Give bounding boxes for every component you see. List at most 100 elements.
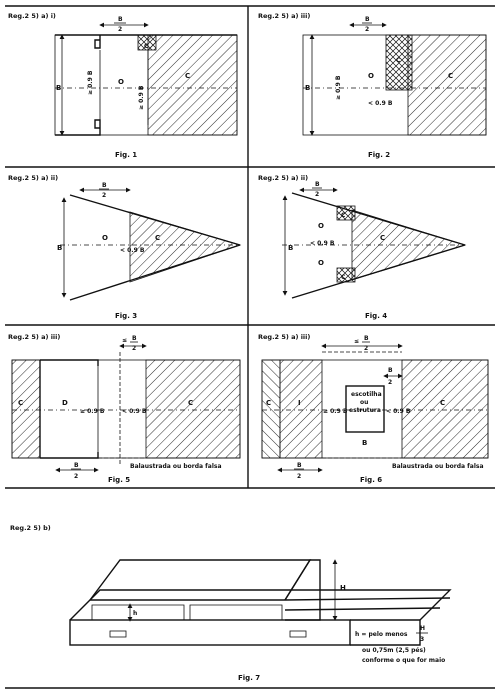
fig1-caption: Fig. 1 <box>115 151 137 159</box>
svg-text:O: O <box>318 222 324 230</box>
figure-4: Reg.2 5) a) ii) B 2 B O O C C C < 0.9 B … <box>258 174 467 320</box>
svg-text:B: B <box>102 182 107 189</box>
svg-text:≥ 0.9 B: ≥ 0.9 B <box>323 408 348 415</box>
fig1-region-c <box>147 34 238 136</box>
svg-text:B: B <box>132 335 137 342</box>
svg-text:Balaustrada ou borda falsa: Balaustrada ou borda falsa <box>392 463 484 470</box>
figure-1: Reg.2 5) a) i) B 2 B O C C ≥ 0.9 B ≥ 0.9… <box>8 12 238 159</box>
fig7-hull <box>69 619 351 646</box>
svg-text:h = pelo menos: h = pelo menos <box>355 631 408 638</box>
svg-text:D: D <box>62 399 68 407</box>
svg-text:C: C <box>448 72 453 80</box>
svg-text:< 0.9 B: < 0.9 B <box>368 100 393 107</box>
fig4-region-c <box>351 209 467 281</box>
svg-text:Fig. 7: Fig. 7 <box>238 674 260 682</box>
svg-text:ou 0,75m (2,5 pés): ou 0,75m (2,5 pés) <box>362 647 426 654</box>
svg-text:escotilha: escotilha <box>351 391 382 398</box>
svg-text:O: O <box>318 259 324 267</box>
svg-text:Fig. 3: Fig. 3 <box>115 312 137 320</box>
svg-text:2: 2 <box>315 191 319 198</box>
svg-text:Balaustrada ou borda falsa: Balaustrada ou borda falsa <box>130 463 222 470</box>
fig4-region-c-bottom <box>336 267 356 283</box>
fig6-region-i <box>279 359 323 459</box>
svg-text:H: H <box>340 584 346 592</box>
svg-text:H: H <box>420 625 425 632</box>
svg-text:B: B <box>362 439 367 447</box>
svg-text:Reg.2 5) a) ii): Reg.2 5) a) ii) <box>8 174 58 182</box>
svg-text:Reg.2 5) a) iii): Reg.2 5) a) iii) <box>8 333 60 341</box>
svg-text:C: C <box>155 234 160 242</box>
svg-text:conforme o que for maio: conforme o que for maio <box>362 657 445 664</box>
svg-text:Fig. 5: Fig. 5 <box>108 476 130 484</box>
fig2-region-c-small <box>385 34 413 91</box>
svg-text:< 0.9 B: < 0.9 B <box>122 408 147 415</box>
svg-text:Fig. 4: Fig. 4 <box>365 312 387 320</box>
svg-text:Reg.2 5) a) iii): Reg.2 5) a) iii) <box>258 12 310 20</box>
svg-text:C: C <box>144 43 149 50</box>
fig1-label-o: O <box>118 78 124 86</box>
fig3-region-c <box>129 211 242 283</box>
svg-text:B: B <box>288 244 293 252</box>
svg-text:Reg.2 5) b): Reg.2 5) b) <box>10 524 51 532</box>
fig6-region-c-left <box>261 359 281 459</box>
svg-text:≤: ≤ <box>122 337 127 344</box>
svg-text:O: O <box>102 234 108 242</box>
svg-text:≥ 0.9 B: ≥ 0.9 B <box>80 408 105 415</box>
svg-text:C: C <box>18 399 23 407</box>
svg-text:C: C <box>341 212 346 219</box>
svg-text:ou: ou <box>360 399 368 406</box>
svg-text:B: B <box>74 462 79 469</box>
svg-text:2: 2 <box>74 473 78 480</box>
svg-text:< 0.9 B: < 0.9 B <box>386 408 411 415</box>
figure-7: Reg.2 5) b) H h h = pelo menos H 3 ou 0,… <box>10 524 452 682</box>
svg-text:C: C <box>440 399 445 407</box>
figure-2: Reg.2 5) a) iii) B 2 B O C C ≥ 0.9 B < 0… <box>258 12 487 159</box>
svg-text:Reg.2 5) a) iii): Reg.2 5) a) iii) <box>258 333 310 341</box>
svg-text:3: 3 <box>420 636 424 643</box>
svg-text:h: h <box>133 610 137 617</box>
panel-grid <box>5 5 495 689</box>
fig6-region-c-right <box>401 359 489 459</box>
svg-text:B: B <box>364 335 369 342</box>
svg-text:2: 2 <box>118 26 122 33</box>
svg-text:C: C <box>188 399 193 407</box>
svg-text:B: B <box>57 244 62 252</box>
svg-text:2: 2 <box>388 379 392 386</box>
figure-6: Reg.2 5) a) iii) escotilha ou estrutura … <box>258 333 489 484</box>
svg-text:B: B <box>305 84 310 92</box>
fig1-region-c-small <box>137 34 157 51</box>
svg-text:2: 2 <box>364 345 368 352</box>
svg-text:≥ 0.9 B: ≥ 0.9 B <box>335 75 342 100</box>
fig7-superstructure <box>89 559 312 601</box>
svg-text:C: C <box>341 274 346 281</box>
fig1-reg: Reg.2 5) a) i) <box>8 12 56 20</box>
fig1-label-c: C <box>185 72 190 80</box>
svg-text:Reg.2 5) a) ii): Reg.2 5) a) ii) <box>258 174 308 182</box>
svg-text:Fig. 6: Fig. 6 <box>360 476 382 484</box>
fig5-region-c-left <box>11 359 41 459</box>
svg-text:< 0.9 B: < 0.9 B <box>120 247 145 254</box>
svg-text:C: C <box>396 57 401 64</box>
svg-text:Fig. 2: Fig. 2 <box>368 151 390 159</box>
fig6-hatch-opening <box>345 385 385 433</box>
figure-3: Reg.2 5) a) ii) B 2 B O C < 0.9 B Fig. 3 <box>8 174 242 320</box>
svg-text:B: B <box>297 462 302 469</box>
svg-text:B: B <box>118 16 123 23</box>
svg-text:I: I <box>298 399 301 407</box>
svg-text:C: C <box>266 399 271 407</box>
fig7-deck <box>69 589 452 621</box>
svg-text:≥ 0.9 B: ≥ 0.9 B <box>138 85 145 110</box>
svg-text:2: 2 <box>365 26 369 33</box>
svg-text:C: C <box>380 234 385 242</box>
fig5-region-c-right <box>145 359 241 459</box>
svg-text:2: 2 <box>297 473 301 480</box>
svg-text:B: B <box>365 16 370 23</box>
svg-text:< 0.9 B: < 0.9 B <box>310 240 335 247</box>
fig4-region-c-top <box>336 205 356 221</box>
fig2-region-c <box>407 34 487 136</box>
svg-text:2: 2 <box>102 192 106 199</box>
svg-text:≥ 0.9 B: ≥ 0.9 B <box>87 70 94 95</box>
svg-text:O: O <box>368 72 374 80</box>
figure-5: Reg.2 5) a) iii) ≤ B 2 B 2 C D C ≥ 0.9 B… <box>8 333 241 484</box>
